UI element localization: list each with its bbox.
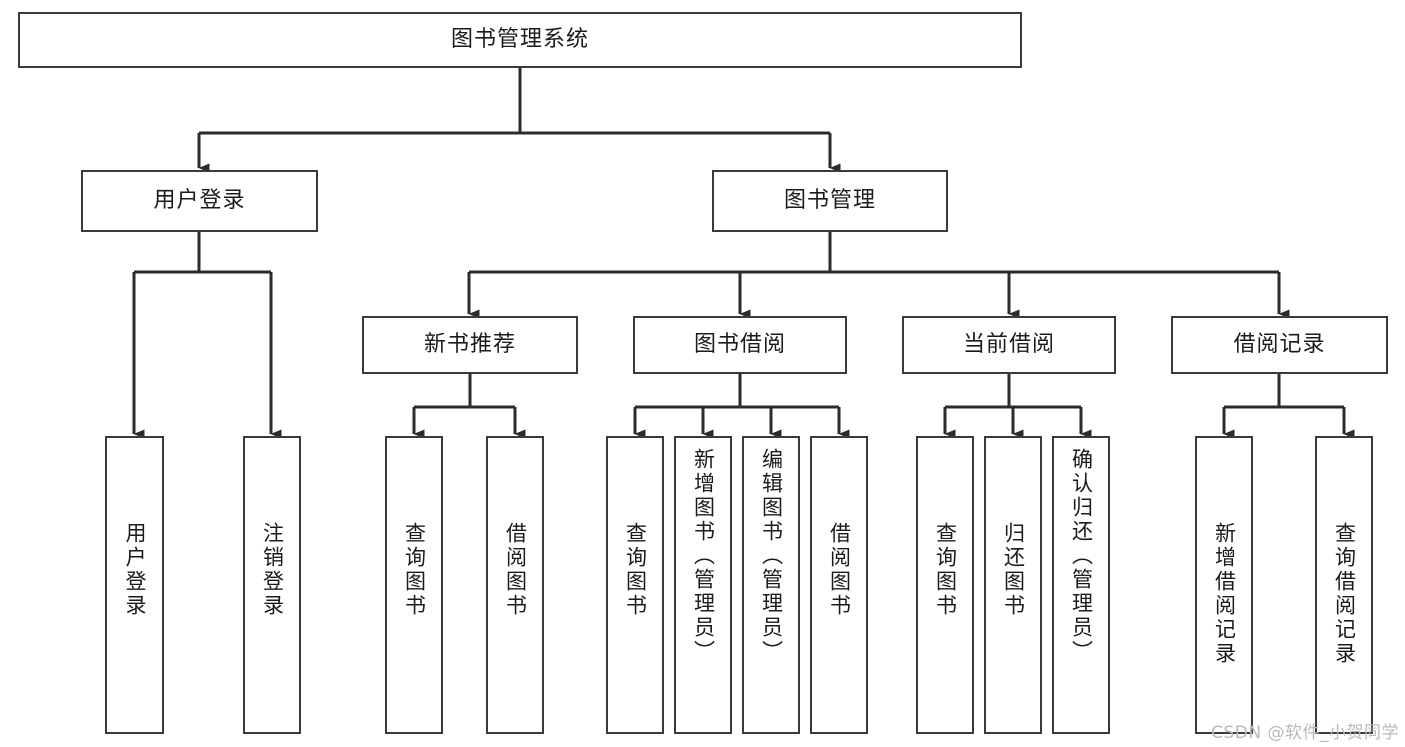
node-level3-3[interactable]: 当前借阅 (902, 316, 1116, 374)
node-leaf-2-label: 注销登录 (260, 522, 285, 618)
node-level2-1[interactable]: 用户登录 (81, 170, 318, 232)
node-level2-2-label: 图书管理 (783, 188, 876, 214)
node-leaf-7[interactable]: 编辑图书（管理员） (742, 436, 800, 734)
node-leaf-1[interactable]: 用户登录 (105, 436, 164, 734)
node-leaf-12-label: 新增借阅记录 (1212, 522, 1237, 666)
node-level3-4[interactable]: 借阅记录 (1171, 316, 1388, 374)
node-leaf-3-label: 查询图书 (402, 522, 427, 618)
node-leaf-9-label: 查询图书 (933, 522, 958, 618)
node-leaf-11-label: 确认归还（管理员） (1069, 448, 1094, 664)
node-root[interactable]: 图书管理系统 (18, 12, 1022, 68)
node-leaf-9[interactable]: 查询图书 (916, 436, 974, 734)
node-level3-1-label: 新书推荐 (423, 332, 516, 358)
node-leaf-5[interactable]: 查询图书 (606, 436, 664, 734)
node-leaf-8-label: 借阅图书 (827, 522, 852, 618)
node-level3-1[interactable]: 新书推荐 (362, 316, 578, 374)
node-leaf-1-label: 用户登录 (122, 522, 147, 618)
node-leaf-3[interactable]: 查询图书 (385, 436, 443, 734)
node-leaf-8[interactable]: 借阅图书 (810, 436, 868, 734)
node-leaf-4[interactable]: 借阅图书 (486, 436, 544, 734)
node-leaf-10-label: 归还图书 (1001, 522, 1026, 618)
node-leaf-13[interactable]: 查询借阅记录 (1315, 436, 1373, 734)
node-leaf-12[interactable]: 新增借阅记录 (1195, 436, 1253, 734)
node-leaf-7-label: 编辑图书（管理员） (759, 448, 784, 664)
watermark-text: CSDN @软件_小贺同学 (1211, 723, 1399, 743)
node-leaf-10[interactable]: 归还图书 (984, 436, 1042, 734)
node-leaf-11[interactable]: 确认归还（管理员） (1052, 436, 1110, 734)
node-level3-2[interactable]: 图书借阅 (633, 316, 847, 374)
node-leaf-13-label: 查询借阅记录 (1332, 522, 1357, 666)
node-root-label: 图书管理系统 (450, 27, 589, 53)
node-level3-2-label: 图书借阅 (693, 332, 786, 358)
node-leaf-6[interactable]: 新增图书（管理员） (674, 436, 732, 734)
node-leaf-5-label: 查询图书 (623, 522, 648, 618)
node-leaf-6-label: 新增图书（管理员） (691, 448, 716, 664)
node-level3-4-label: 借阅记录 (1233, 332, 1326, 358)
node-level2-2[interactable]: 图书管理 (712, 170, 948, 232)
node-level3-3-label: 当前借阅 (962, 332, 1055, 358)
node-level2-1-label: 用户登录 (153, 188, 246, 214)
node-leaf-4-label: 借阅图书 (503, 522, 528, 618)
node-leaf-2[interactable]: 注销登录 (243, 436, 301, 734)
